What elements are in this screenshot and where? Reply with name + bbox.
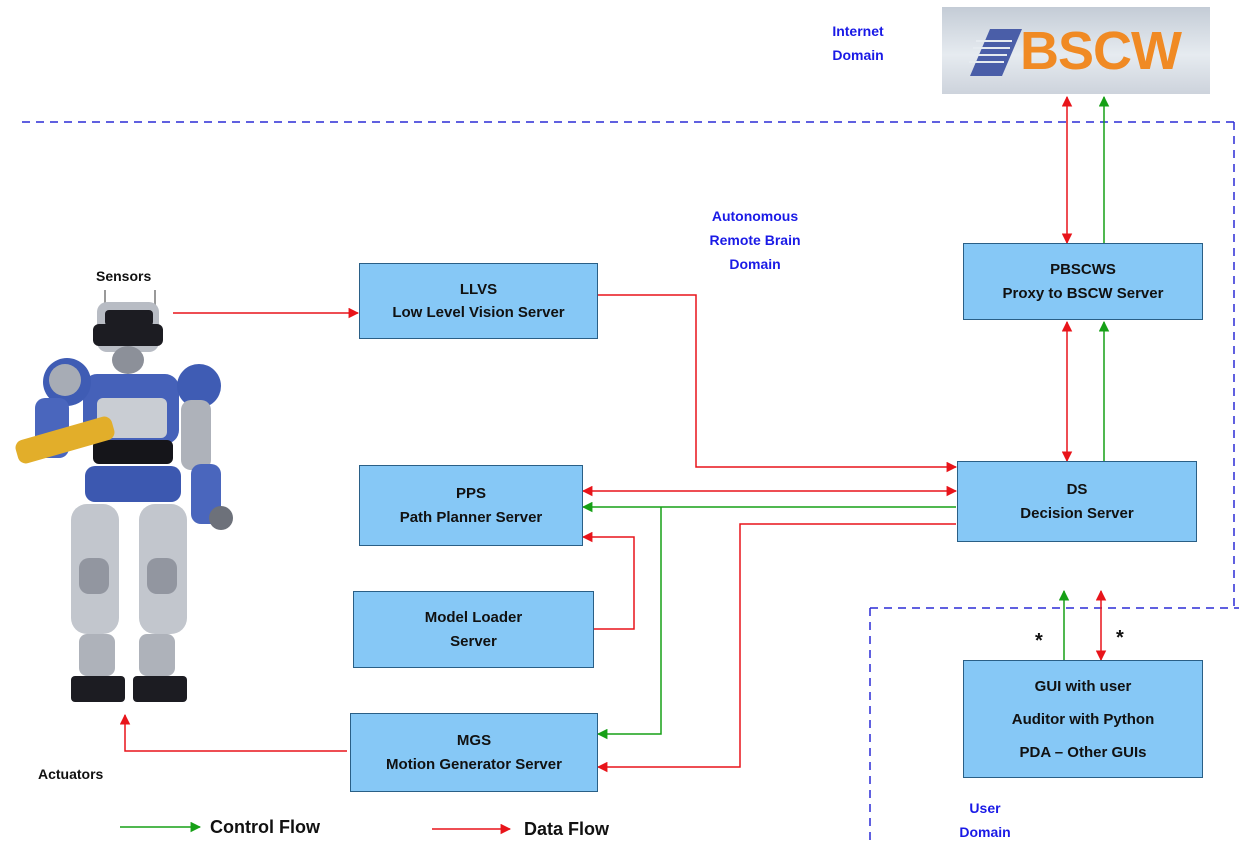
gui-data-star: *: [1116, 627, 1124, 650]
mgs-title: MGS: [457, 729, 491, 752]
bscw-logo: BSCW: [942, 7, 1210, 94]
data-flow-llvs-ds: [598, 295, 956, 467]
model-loader-subtitle: Server: [450, 630, 497, 653]
pbscws-box: PBSCWS Proxy to BSCW Server: [963, 243, 1203, 320]
gui-line-user: GUI with user: [1035, 670, 1132, 703]
gui-box: GUI with user Auditor with Python PDA – …: [963, 660, 1203, 778]
gui-control-star: *: [1035, 630, 1043, 653]
domain-label-line: Domain: [680, 253, 830, 277]
llvs-box: LLVS Low Level Vision Server: [359, 263, 598, 339]
pps-box: PPS Path Planner Server: [359, 465, 583, 546]
pps-subtitle: Path Planner Server: [400, 506, 543, 529]
gui-line-pda: PDA – Other GUIs: [1020, 736, 1147, 769]
pbscws-title: PBSCWS: [1050, 258, 1116, 281]
model-loader-box: Model Loader Server: [353, 591, 594, 668]
gui-line-auditor: Auditor with Python: [1012, 703, 1154, 736]
data-flow-mgs-actuators: [125, 715, 347, 751]
humanoid-robot-image: [5, 288, 245, 708]
domain-label-line: User: [945, 797, 1025, 821]
pbscws-subtitle: Proxy to BSCW Server: [1003, 282, 1164, 305]
mgs-subtitle: Motion Generator Server: [386, 753, 562, 776]
control-flow-ds-mgs: [598, 507, 661, 734]
user-domain-label: User Domain: [945, 797, 1025, 845]
ds-box: DS Decision Server: [957, 461, 1197, 542]
mgs-box: MGS Motion Generator Server: [350, 713, 598, 792]
llvs-title: LLVS: [460, 278, 497, 301]
legend-control-label: Control Flow: [210, 817, 320, 838]
domain-label-line: Internet: [818, 20, 898, 44]
domain-label-line: Domain: [818, 44, 898, 68]
ds-title: DS: [1067, 478, 1088, 501]
ds-subtitle: Decision Server: [1020, 502, 1133, 525]
data-flow-ds-mgs: [598, 524, 956, 767]
llvs-subtitle: Low Level Vision Server: [392, 301, 564, 324]
internet-domain-label: Internet Domain: [818, 20, 898, 68]
pps-title: PPS: [456, 482, 486, 505]
actuators-label: Actuators: [38, 766, 103, 782]
domain-label-line: Domain: [945, 821, 1025, 845]
remote-brain-domain-label: Autonomous Remote Brain Domain: [680, 205, 830, 276]
domain-label-line: Autonomous: [680, 205, 830, 229]
bscw-logo-text: BSCW: [1020, 20, 1181, 82]
model-loader-title: Model Loader: [425, 606, 523, 629]
legend-data-label: Data Flow: [524, 819, 609, 840]
domain-label-line: Remote Brain: [680, 229, 830, 253]
sensors-label: Sensors: [96, 268, 151, 284]
